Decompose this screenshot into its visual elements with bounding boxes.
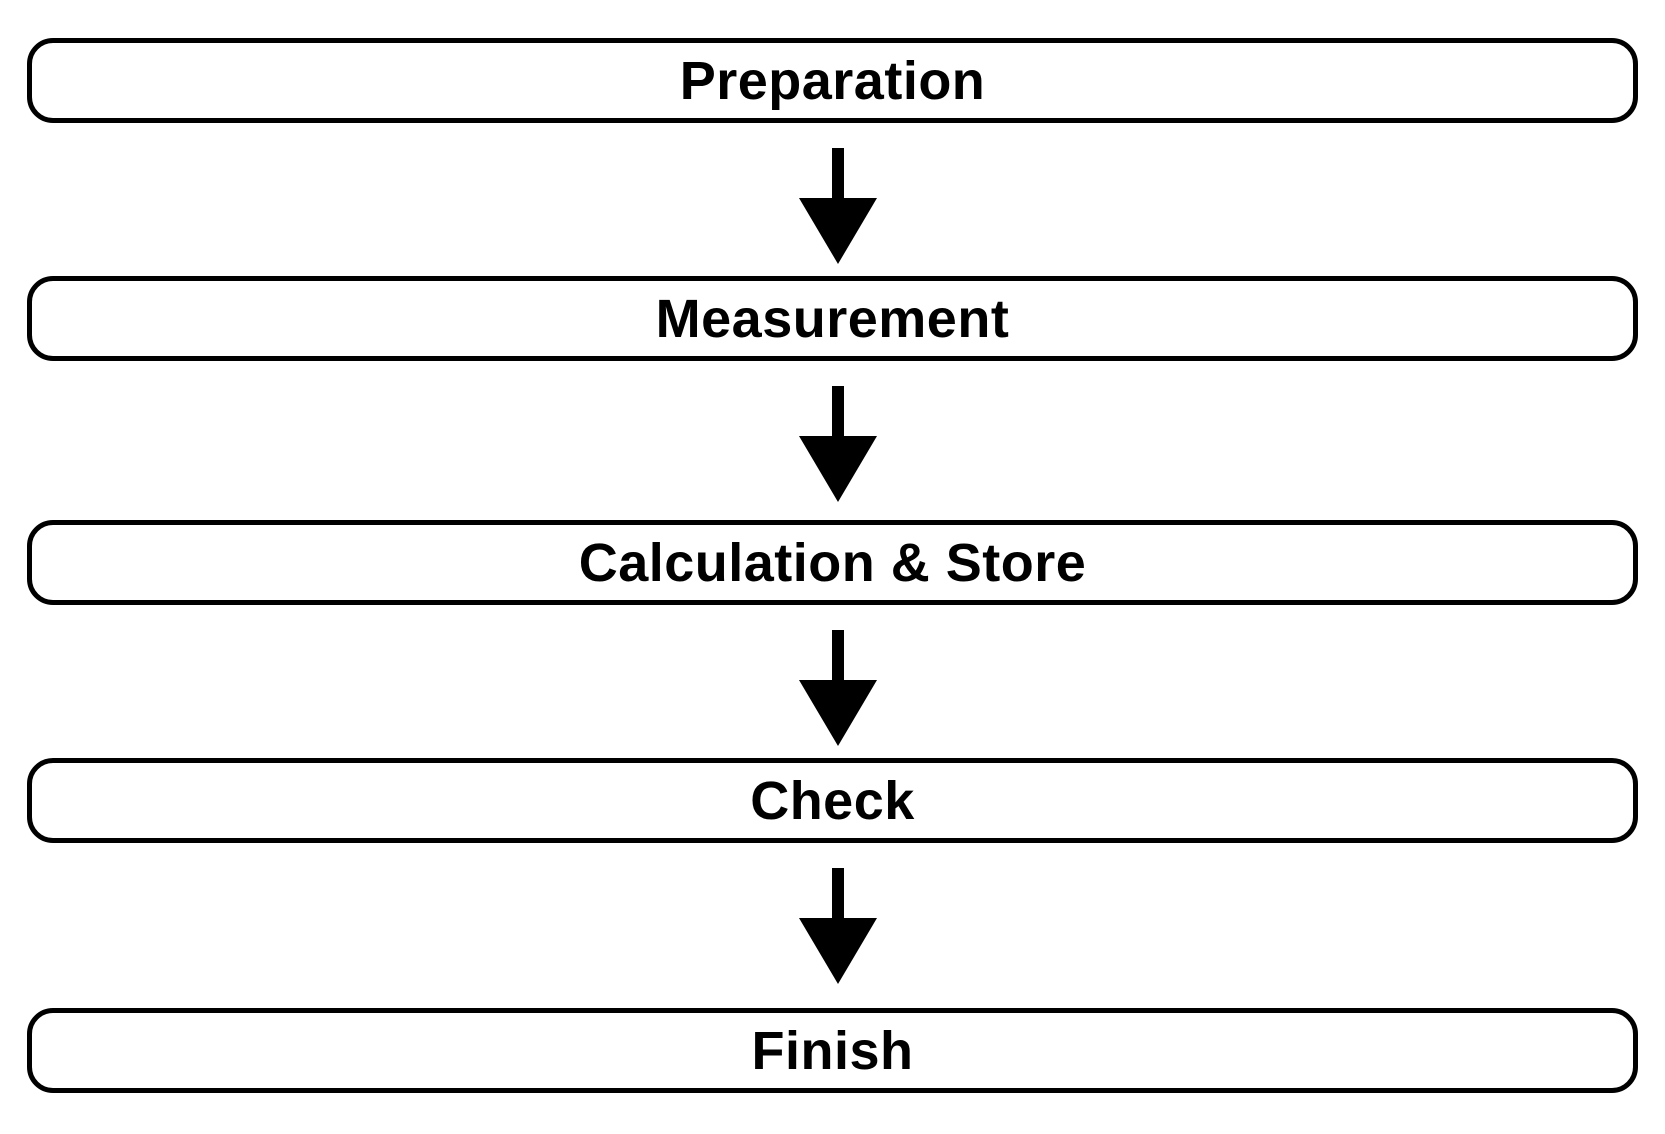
arrow-down-icon: [799, 868, 877, 984]
step-measurement-box: Measurement: [27, 276, 1638, 361]
step-finish-box: Finish: [27, 1008, 1638, 1093]
step-label: Finish: [751, 1020, 914, 1081]
step-label: Measurement: [655, 288, 1010, 349]
step-label: Calculation & Store: [578, 532, 1087, 593]
step-label: Preparation: [679, 50, 986, 111]
arrow-down-icon: [799, 148, 877, 264]
step-label: Check: [750, 770, 915, 831]
step-check-box: Check: [27, 758, 1638, 843]
arrow-down-icon: [799, 386, 877, 502]
arrow-down-icon: [799, 630, 877, 746]
step-calculation-store-box: Calculation & Store: [27, 520, 1638, 605]
step-preparation-box: Preparation: [27, 38, 1638, 123]
